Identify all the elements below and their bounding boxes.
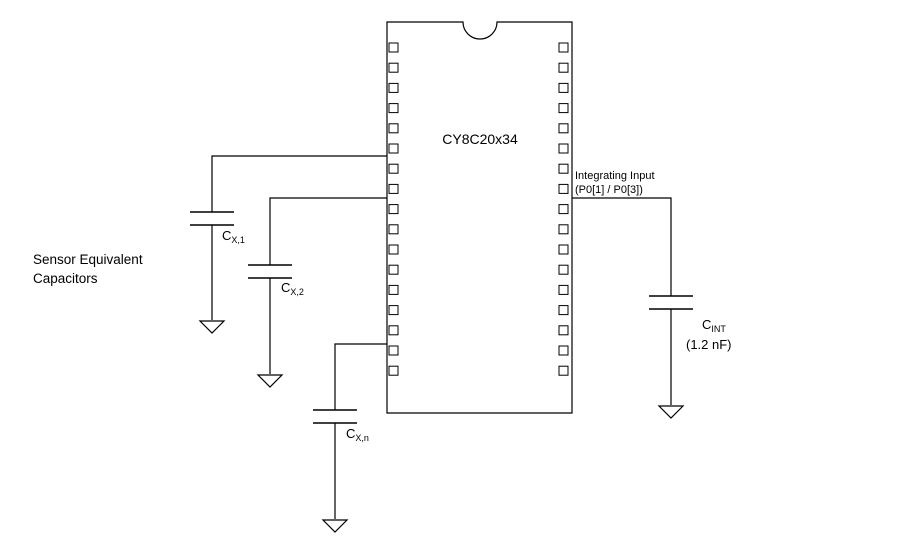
integrating-input-line2: (P0[1] / P0[3]) [575, 184, 643, 196]
ic-right-pin [558, 163, 569, 174]
ic-chip: CY8C20x34 [386, 21, 573, 414]
cx2-label: CX,2 [281, 280, 304, 297]
ic-left-pin [388, 284, 399, 295]
chip-name-label: CY8C20x34 [442, 131, 518, 147]
ic-right-pin [558, 183, 569, 194]
ic-left-pin [388, 163, 399, 174]
ic-right-pin [558, 224, 569, 235]
ic-left-pin [388, 224, 399, 235]
ic-left-pin [388, 365, 399, 376]
ic-right-pin [558, 204, 569, 215]
ic-right-pin [558, 42, 569, 53]
cint-value-label: (1.2 nF) [686, 337, 732, 352]
ic-right-pin [558, 325, 569, 336]
ic-body [386, 21, 573, 414]
ic-left-pins [388, 42, 399, 376]
ic-right-pin [558, 365, 569, 376]
ic-right-pin [558, 123, 569, 134]
ic-left-pin [388, 345, 399, 356]
sensor-caption-line2: Capacitors [33, 271, 98, 286]
ic-left-pin [388, 204, 399, 215]
ic-left-pin [388, 42, 399, 53]
ic-left-pin [388, 305, 399, 316]
cint-wire [572, 197, 672, 296]
ic-left-pin [388, 183, 399, 194]
capacitor-cx1-branch: CX,1 [190, 155, 387, 334]
integrating-input-label: Integrating Input (P0[1] / P0[3]) [575, 170, 655, 196]
ic-left-pin [388, 325, 399, 336]
ic-right-pin [558, 62, 569, 73]
cx2-ground-icon [256, 374, 284, 388]
ic-left-pin [388, 103, 399, 114]
ic-right-pin [558, 82, 569, 93]
ic-right-pin [558, 143, 569, 154]
cxn-wire [334, 343, 387, 410]
ic-left-pin [388, 62, 399, 73]
capacitor-cx2-branch: CX,2 [248, 197, 387, 388]
ic-right-pin [558, 284, 569, 295]
cx1-ground-icon [198, 320, 226, 334]
sensor-caption: Sensor Equivalent Capacitors [33, 252, 143, 286]
sensor-caption-line1: Sensor Equivalent [33, 252, 143, 267]
cx1-label: CX,1 [222, 228, 245, 245]
ic-left-pin [388, 123, 399, 134]
capacitor-cint-branch: CINT (1.2 nF) [572, 197, 732, 419]
cint-ground-icon [657, 405, 685, 419]
cx1-wire [211, 155, 387, 212]
cx2-wire [269, 197, 387, 265]
ic-right-pin [558, 345, 569, 356]
cint-label: CINT [702, 317, 726, 334]
ic-left-pin [388, 82, 399, 93]
ic-left-pin [388, 143, 399, 154]
cxn-label: CX,n [346, 426, 369, 443]
capacitor-cxn-branch: CX,n [313, 343, 387, 533]
ic-right-pin [558, 244, 569, 255]
integrating-input-line1: Integrating Input [575, 170, 655, 182]
cxn-ground-icon [321, 519, 349, 533]
ic-right-pin [558, 264, 569, 275]
ic-right-pin [558, 103, 569, 114]
ic-right-pin [558, 305, 569, 316]
ic-left-pin [388, 244, 399, 255]
ic-right-pins [558, 42, 569, 376]
ic-left-pin [388, 264, 399, 275]
